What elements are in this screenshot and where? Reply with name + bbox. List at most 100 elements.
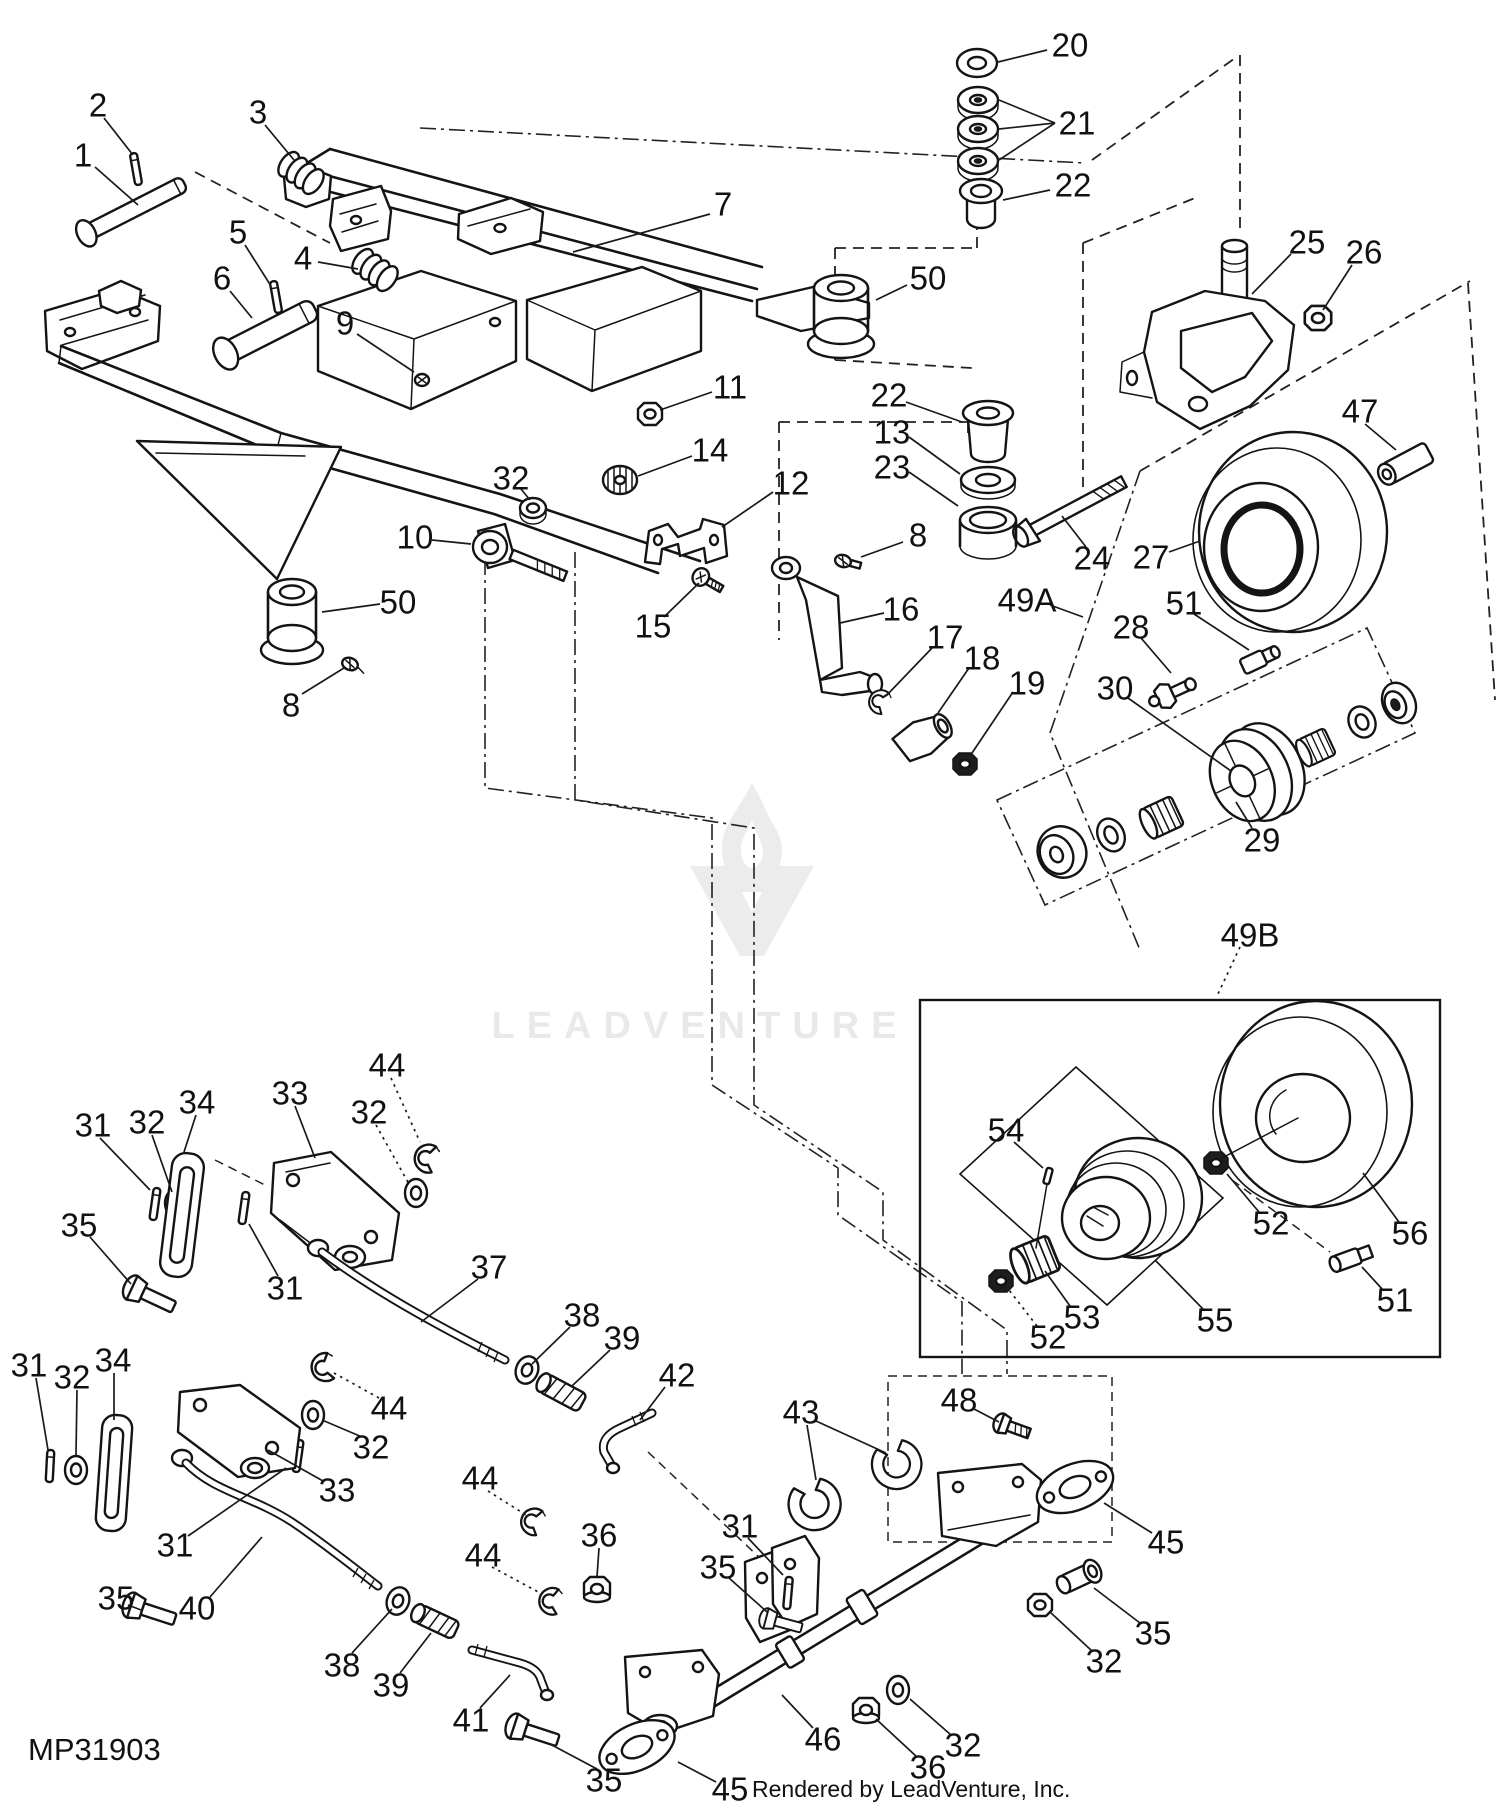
callout-3[interactable]: 3 <box>249 94 267 131</box>
callout-50[interactable]: 50 <box>380 584 417 621</box>
callout-41[interactable]: 41 <box>453 1702 490 1739</box>
callout-20[interactable]: 20 <box>1052 27 1089 64</box>
callout-28[interactable]: 28 <box>1113 609 1150 646</box>
callout-10[interactable]: 10 <box>397 519 434 556</box>
leader-line-32 <box>151 1134 173 1193</box>
callout-31[interactable]: 31 <box>11 1347 48 1384</box>
callout-47[interactable]: 47 <box>1342 393 1379 430</box>
callout-48[interactable]: 48 <box>941 1382 978 1419</box>
callout-35[interactable]: 35 <box>98 1580 135 1617</box>
callout-35[interactable]: 35 <box>586 1762 623 1799</box>
callout-18[interactable]: 18 <box>964 640 1001 677</box>
callout-35[interactable]: 35 <box>700 1549 737 1586</box>
callout-14[interactable]: 14 <box>692 432 729 469</box>
callout-12[interactable]: 12 <box>773 465 810 502</box>
callout-5[interactable]: 5 <box>229 214 247 251</box>
callout-32[interactable]: 32 <box>1086 1643 1123 1680</box>
callout-45[interactable]: 45 <box>1148 1524 1185 1561</box>
callout-33[interactable]: 33 <box>272 1075 309 1112</box>
callout-23[interactable]: 23 <box>874 449 911 486</box>
callout-1[interactable]: 1 <box>74 137 92 174</box>
callout-6[interactable]: 6 <box>213 260 231 297</box>
callout-17[interactable]: 17 <box>927 619 964 656</box>
callout-36[interactable]: 36 <box>581 1517 618 1554</box>
callout-52[interactable]: 52 <box>1253 1205 1290 1242</box>
callout-38[interactable]: 38 <box>564 1297 601 1334</box>
callout-29[interactable]: 29 <box>1244 822 1281 859</box>
callout-32[interactable]: 32 <box>129 1104 166 1141</box>
callout-46[interactable]: 46 <box>805 1721 842 1758</box>
callout-51[interactable]: 51 <box>1166 585 1203 622</box>
callout-13[interactable]: 13 <box>874 414 911 451</box>
callout-34[interactable]: 34 <box>179 1084 216 1121</box>
callout-9[interactable]: 9 <box>336 305 354 342</box>
callout-37[interactable]: 37 <box>471 1249 508 1286</box>
callout-22[interactable]: 22 <box>871 377 908 414</box>
callout-35[interactable]: 35 <box>61 1207 98 1244</box>
callout-51[interactable]: 51 <box>1377 1282 1414 1319</box>
callout-33[interactable]: 33 <box>319 1472 356 1509</box>
callout-22[interactable]: 22 <box>1055 167 1092 204</box>
callout-8[interactable]: 8 <box>282 687 300 724</box>
callout-30[interactable]: 30 <box>1097 670 1134 707</box>
callout-15[interactable]: 15 <box>635 608 672 645</box>
callout-45[interactable]: 45 <box>712 1771 749 1808</box>
leader-line-20 <box>997 49 1048 63</box>
callout-19[interactable]: 19 <box>1009 665 1046 702</box>
callout-49B[interactable]: 49B <box>1221 917 1280 954</box>
callout-42[interactable]: 42 <box>659 1357 696 1394</box>
callout-32[interactable]: 32 <box>945 1727 982 1764</box>
screw-8-mid <box>833 553 863 570</box>
callout-39[interactable]: 39 <box>604 1320 641 1357</box>
callout-44[interactable]: 44 <box>465 1537 502 1574</box>
callout-55[interactable]: 55 <box>1197 1302 1234 1339</box>
callout-25[interactable]: 25 <box>1289 224 1326 261</box>
clip-44-d <box>537 1585 564 1617</box>
callout-31[interactable]: 31 <box>722 1508 759 1545</box>
callout-49A[interactable]: 49A <box>998 582 1057 619</box>
callout-24[interactable]: 24 <box>1074 540 1111 577</box>
callout-54[interactable]: 54 <box>988 1112 1025 1149</box>
callout-34[interactable]: 34 <box>95 1342 132 1379</box>
callout-31[interactable]: 31 <box>157 1527 194 1564</box>
callout-21[interactable]: 21 <box>1059 105 1096 142</box>
callout-44[interactable]: 44 <box>371 1390 408 1427</box>
callout-44[interactable]: 44 <box>369 1047 406 1084</box>
leader-line-50 <box>875 284 908 301</box>
callout-39[interactable]: 39 <box>373 1667 410 1704</box>
callout-32[interactable]: 32 <box>493 460 530 497</box>
pivot-bushing-50-left <box>259 577 325 666</box>
callout-40[interactable]: 40 <box>179 1590 216 1627</box>
callout-31[interactable]: 31 <box>75 1107 112 1144</box>
callout-44[interactable]: 44 <box>462 1460 499 1497</box>
callout-56[interactable]: 56 <box>1392 1215 1429 1252</box>
callout-32[interactable]: 32 <box>351 1094 388 1131</box>
leader-line-45 <box>677 1761 717 1783</box>
callout-32[interactable]: 32 <box>353 1429 390 1466</box>
leadventure-watermark: LEADVENTURE <box>491 783 897 1047</box>
callout-53[interactable]: 53 <box>1064 1299 1101 1336</box>
nut-52-left <box>987 1268 1015 1294</box>
leader-line-2 <box>103 117 134 156</box>
callout-43[interactable]: 43 <box>783 1394 820 1431</box>
callout-11[interactable]: 11 <box>713 369 747 406</box>
callout-4[interactable]: 4 <box>294 240 312 277</box>
callout-35[interactable]: 35 <box>1135 1615 1172 1652</box>
leader-line-36 <box>596 1547 600 1578</box>
leader-line-33 <box>267 1449 324 1482</box>
nut-52-right <box>1202 1150 1230 1176</box>
callout-2[interactable]: 2 <box>89 87 107 124</box>
callout-27[interactable]: 27 <box>1133 539 1170 576</box>
callout-52[interactable]: 52 <box>1030 1319 1067 1356</box>
callout-8[interactable]: 8 <box>909 517 927 554</box>
callout-36[interactable]: 36 <box>910 1749 947 1786</box>
pin-2 <box>128 151 144 187</box>
callout-31[interactable]: 31 <box>267 1270 304 1307</box>
callout-7[interactable]: 7 <box>714 186 732 223</box>
callout-26[interactable]: 26 <box>1346 234 1383 271</box>
callout-38[interactable]: 38 <box>324 1647 361 1684</box>
callout-32[interactable]: 32 <box>54 1359 91 1396</box>
callout-50[interactable]: 50 <box>910 260 947 297</box>
linkage-upper <box>118 1141 657 1475</box>
callout-16[interactable]: 16 <box>883 591 920 628</box>
